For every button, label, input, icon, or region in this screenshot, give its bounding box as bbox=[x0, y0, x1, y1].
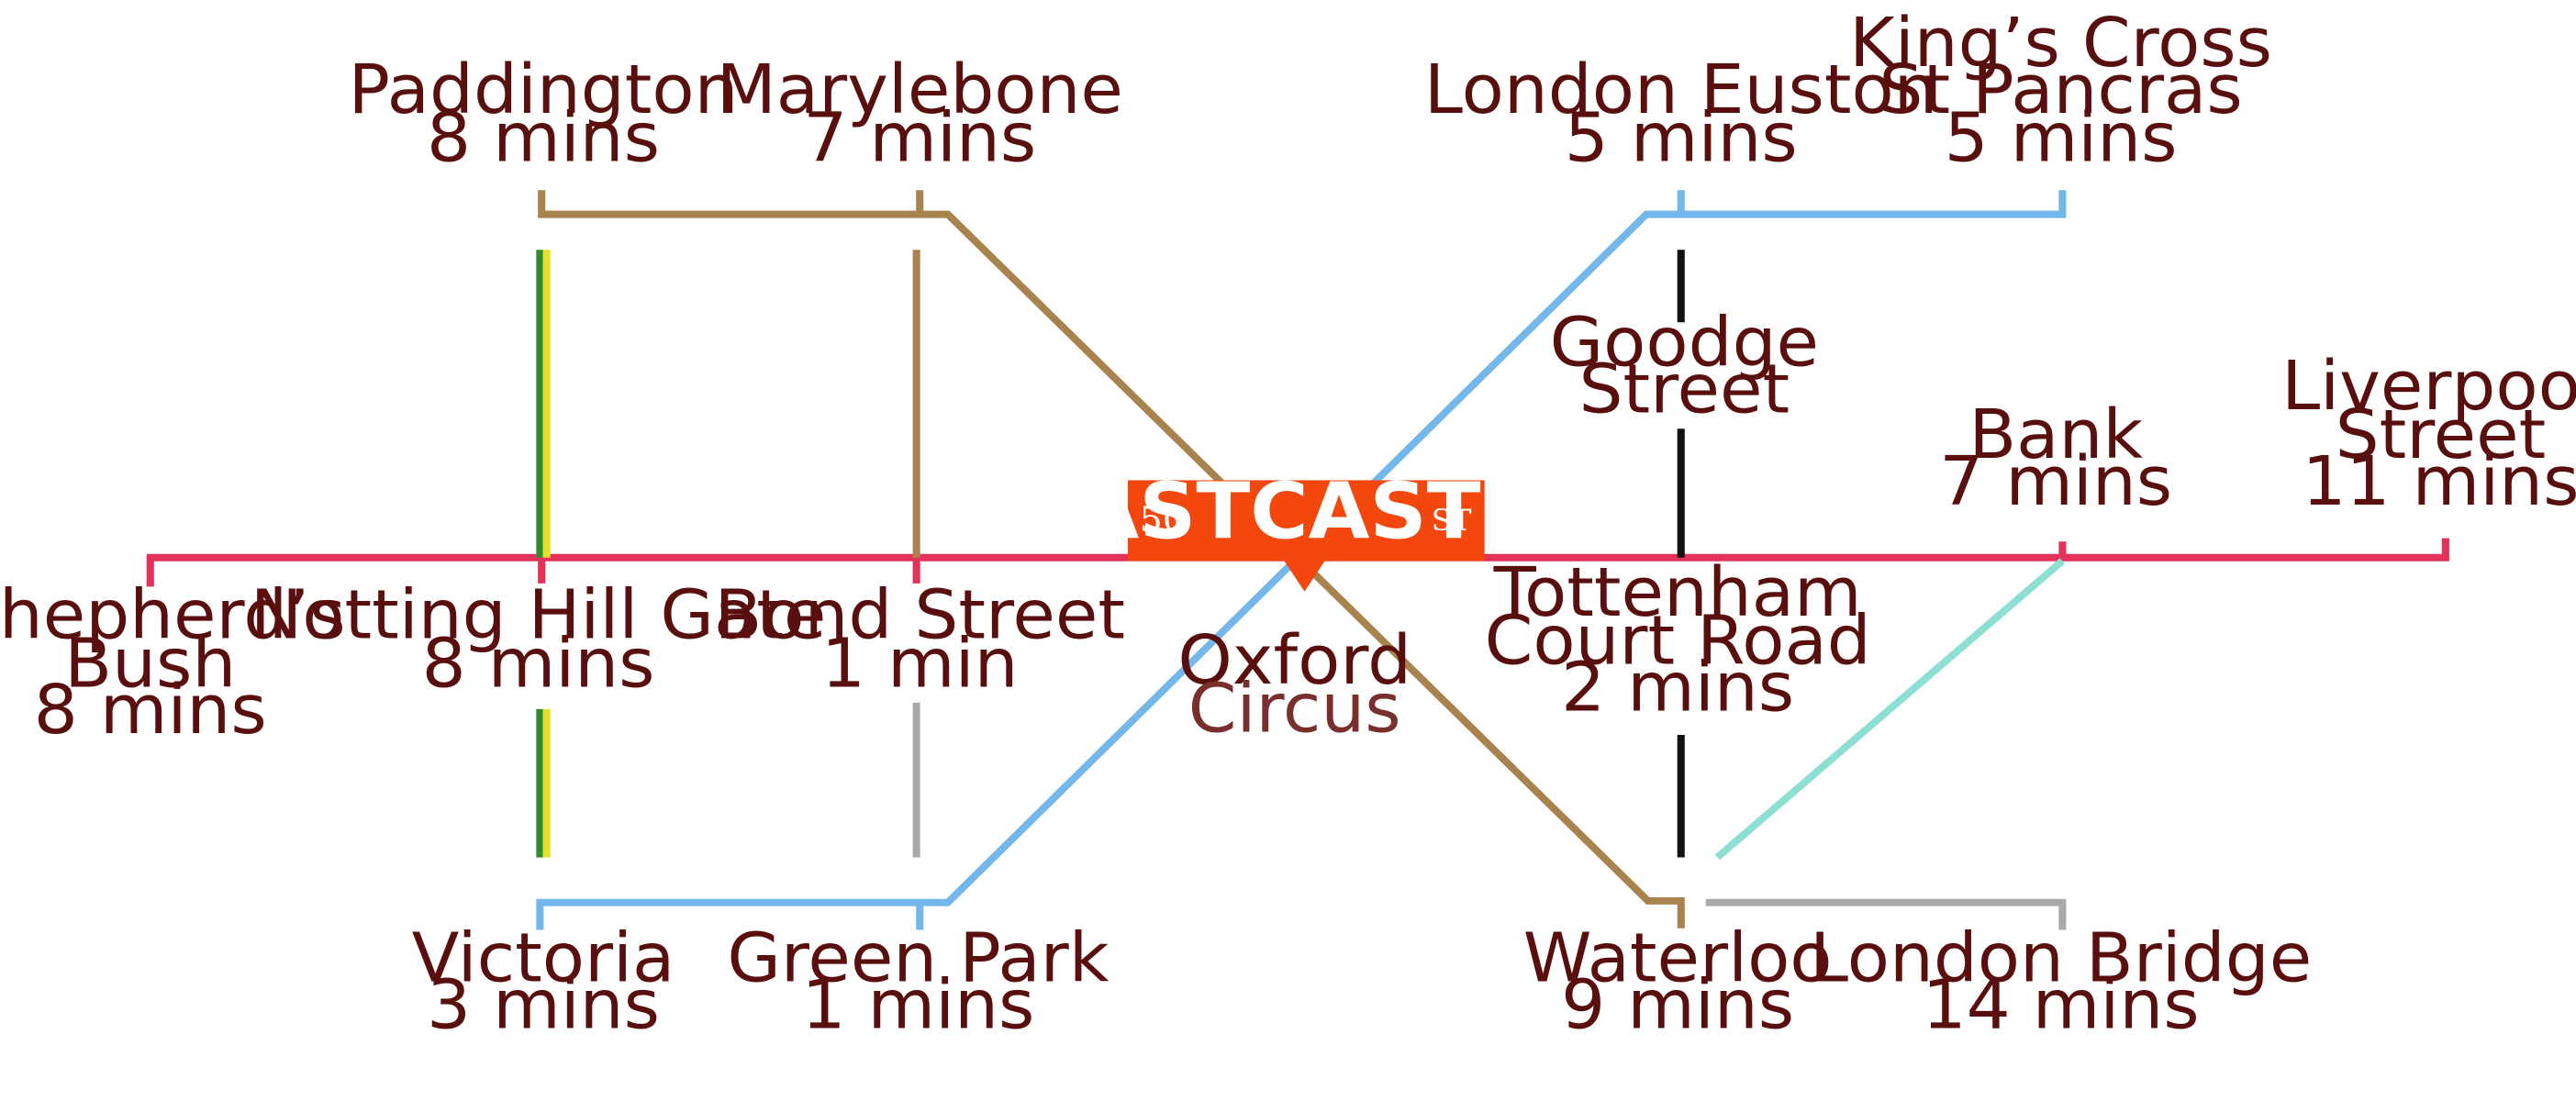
station-time: 8 mins bbox=[427, 98, 660, 177]
brand-suffix: ST bbox=[1432, 503, 1472, 538]
station-name-line2: Circus bbox=[1188, 669, 1401, 748]
station-time: 2 mins bbox=[1561, 648, 1794, 727]
station-time: 5 mins bbox=[1565, 98, 1798, 177]
brand-pointer bbox=[1283, 559, 1326, 592]
station-name: Marylebone bbox=[717, 50, 1123, 129]
station-time: 8 mins bbox=[34, 671, 267, 750]
station-name-line1: Liverpool bbox=[2281, 347, 2576, 426]
station-time: 1 mins bbox=[801, 965, 1034, 1044]
station-name-line2: St Pancras bbox=[1879, 50, 2242, 129]
station-time: 11 mins bbox=[2302, 442, 2576, 521]
brand-number: 50 bbox=[1140, 500, 1186, 540]
station-paddington: Paddington 8 mins bbox=[349, 50, 739, 178]
station-time: 3 mins bbox=[427, 965, 660, 1044]
station-victoria: Victoria 3 mins bbox=[412, 919, 675, 1045]
station-name-line1: Oxford bbox=[1177, 621, 1411, 700]
eastcastle-marker: 50 EASTCASTLE ST bbox=[1023, 468, 1586, 592]
station-goodge-street: Goodge Street bbox=[1550, 304, 1819, 429]
station-time: 7 mins bbox=[803, 98, 1036, 177]
station-name-line1: Tottenham bbox=[1493, 553, 1862, 632]
station-tottenham-court-road: Tottenham Court Road 2 mins bbox=[1485, 553, 1871, 728]
station-labels: Paddington 8 mins Marylebone 7 mins Lond… bbox=[0, 4, 2576, 1045]
station-marylebone: Marylebone 7 mins bbox=[717, 50, 1123, 178]
station-name-line1: Goodge bbox=[1550, 304, 1819, 383]
station-london-bridge: London Bridge 14 mins bbox=[1810, 919, 2312, 1045]
station-name: London Euston bbox=[1424, 50, 1938, 129]
station-name: Bank bbox=[1968, 395, 2144, 474]
station-bond-street: Bond Street 1 min bbox=[715, 575, 1125, 703]
station-time: 14 mins bbox=[1923, 965, 2200, 1044]
station-name: Bond Street bbox=[715, 575, 1125, 654]
station-green-park: Green Park 1 mins bbox=[727, 919, 1110, 1045]
station-name: Waterloo bbox=[1523, 919, 1833, 998]
station-name-line2: Street bbox=[1579, 350, 1790, 429]
station-name-line1: King’s Cross bbox=[1849, 4, 2272, 83]
station-kings-cross: King’s Cross St Pancras 5 mins bbox=[1849, 4, 2272, 178]
station-london-euston: London Euston 5 mins bbox=[1424, 50, 1938, 178]
station-time: 1 min bbox=[821, 624, 1019, 703]
station-liverpool-street: Liverpool Street 11 mins bbox=[2281, 347, 2576, 521]
station-name-line2: Street bbox=[2336, 395, 2547, 474]
station-waterloo: Waterloo 9 mins bbox=[1523, 919, 1833, 1045]
waterloo-city-line bbox=[1714, 558, 2066, 861]
station-name: Green Park bbox=[727, 919, 1110, 998]
jubilee-line-east bbox=[1705, 898, 2067, 930]
station-time: 9 mins bbox=[1561, 965, 1794, 1044]
station-time: 7 mins bbox=[1939, 442, 2172, 521]
station-shepherds-bush: Shepherd’s Bush 8 mins bbox=[0, 575, 346, 750]
station-name-line1: Shepherd’s bbox=[0, 575, 346, 654]
station-name: Notting Hill Gate bbox=[251, 575, 827, 654]
station-time: 8 mins bbox=[422, 624, 655, 703]
station-bank: Bank 7 mins bbox=[1939, 395, 2172, 521]
station-name: Paddington bbox=[349, 50, 739, 129]
station-name-line2: Court Road bbox=[1485, 602, 1871, 681]
station-notting-hill-gate: Notting Hill Gate 8 mins bbox=[251, 575, 827, 703]
brand-badge bbox=[1127, 480, 1485, 562]
station-name: Victoria bbox=[412, 919, 675, 998]
station-name-line2: Bush bbox=[64, 624, 236, 703]
station-time: 5 mins bbox=[1945, 98, 2178, 177]
station-oxford-circus: Oxford Circus bbox=[1177, 621, 1411, 749]
brand-name: EASTCASTLE bbox=[1023, 468, 1585, 558]
station-name: London Bridge bbox=[1810, 919, 2312, 998]
